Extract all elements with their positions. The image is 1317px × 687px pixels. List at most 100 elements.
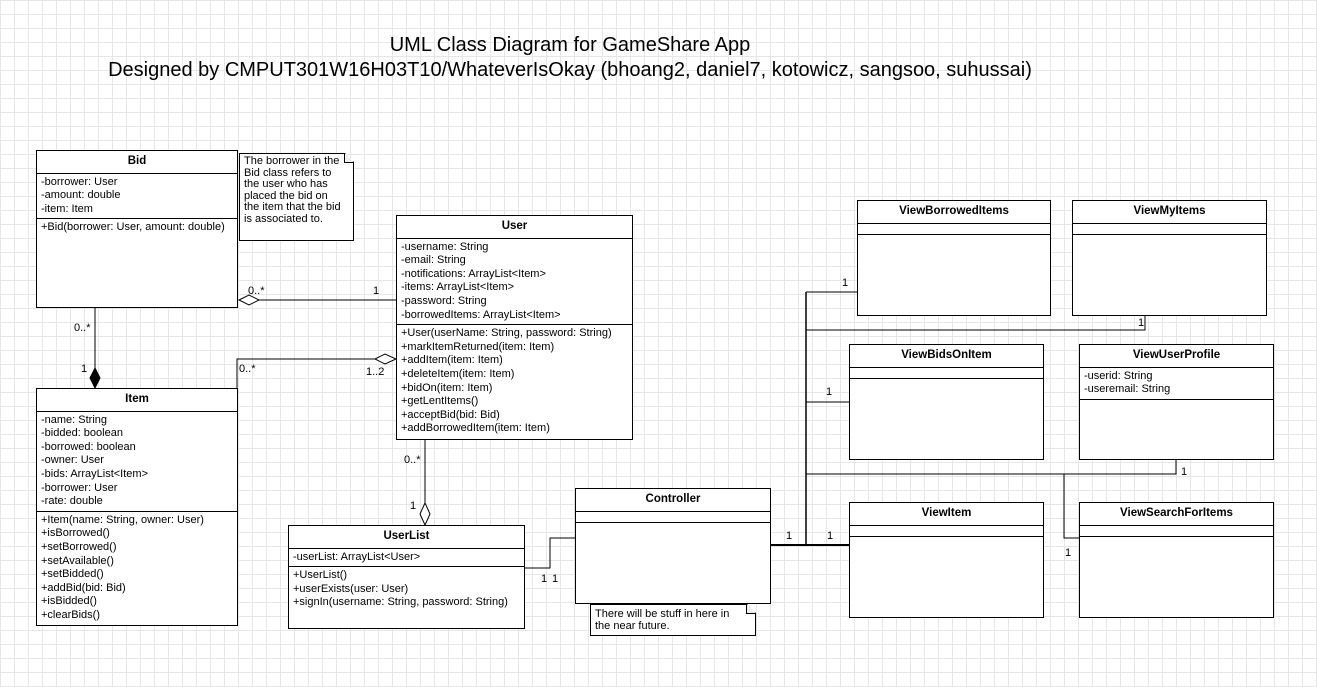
multiplicity: 1 (786, 530, 793, 542)
multiplicity: 0..* (74, 322, 91, 334)
class-controller-operations (576, 523, 770, 533)
attr: -borrower: User (41, 175, 118, 188)
multiplicity: 1 (826, 386, 833, 398)
op: +addBid(bid: Bid) (41, 581, 126, 594)
note-fold-icon (344, 154, 353, 163)
multiplicity: 1 (373, 285, 380, 297)
attr: -notifications: ArrayList<Item> (401, 267, 546, 280)
note-line: placed the bid on (244, 189, 328, 202)
multiplicity: 1 (1138, 317, 1145, 329)
class-viewmyitems-name: ViewMyItems (1073, 201, 1266, 224)
class-viewuserprofile[interactable]: ViewUserProfile -userid: String -userema… (1079, 344, 1274, 460)
op: +UserList() (293, 569, 348, 582)
op: +bidOn(item: Item) (401, 381, 493, 394)
multiplicity: 1 (827, 530, 834, 542)
class-section (1073, 235, 1266, 245)
op: +Item(name: String, owner: User) (41, 513, 204, 526)
op: +User(userName: String, password: String… (401, 327, 612, 340)
class-viewsearchforitems[interactable]: ViewSearchForItems (1079, 502, 1274, 618)
attr: -password: String (401, 294, 487, 307)
class-viewmyitems[interactable]: ViewMyItems (1072, 200, 1267, 316)
class-section (1080, 400, 1273, 410)
attr: -borrower: User (41, 481, 118, 494)
class-section (850, 368, 1043, 379)
multiplicity: 1 (1181, 466, 1188, 478)
class-userlist-name: UserList (289, 526, 524, 549)
to-viewuserprofile (806, 460, 1177, 475)
attr: -amount: double (41, 189, 121, 202)
class-bid-operations: +Bid(borrower: User, amount: double) (37, 219, 237, 237)
class-section (850, 526, 1043, 537)
class-bid-attributes: -borrower: User -amount: double -item: I… (37, 174, 237, 220)
op: +addItem(item: Item) (401, 354, 503, 367)
class-section (1073, 224, 1266, 235)
note-line: There will be stuff in here in (595, 608, 730, 620)
note-line: the item that the bid (244, 201, 341, 213)
class-controller[interactable]: Controller (575, 488, 771, 604)
op: +clearBids() (41, 608, 100, 621)
multiplicity: 1 (552, 573, 559, 585)
op: +setAvailable() (41, 554, 114, 567)
class-section (850, 537, 1043, 547)
op: +setBorrowed() (41, 540, 117, 553)
class-user-name: User (397, 216, 632, 239)
diagram-subtitle: Designed by CMPUT301W16H03T10/WhateverIs… (108, 59, 1032, 81)
class-viewitem-name: ViewItem (850, 503, 1043, 526)
to-viewmyitems (806, 316, 1146, 331)
note-line: Bid class refers to (244, 166, 332, 179)
user-userlist-diamond (419, 501, 431, 527)
to-viewsearchforitems (1063, 474, 1079, 539)
multiplicity: 1 (81, 363, 88, 375)
class-viewuserprofile-attributes: -userid: String -useremail: String (1080, 368, 1273, 400)
note-line: The borrower in the (244, 155, 340, 167)
class-viewsearchforitems-name: ViewSearchForItems (1080, 503, 1273, 526)
note-fold-icon (746, 605, 755, 614)
attr: -owner: User (41, 454, 104, 467)
class-item-name: Item (37, 389, 237, 412)
class-section (858, 235, 1050, 245)
op: +acceptBid(bid: Bid) (401, 408, 500, 421)
class-userlist[interactable]: UserList -userList: ArrayList<User> +Use… (288, 525, 525, 629)
class-viewborroweditems[interactable]: ViewBorrowedItems (857, 200, 1051, 316)
class-user[interactable]: User -username: String -email: String -n… (396, 215, 633, 440)
userlist-controller-line (524, 537, 575, 569)
op: +isBidded() (41, 595, 97, 608)
bid-user-diamond (237, 294, 261, 306)
attr: -useremail: String (1084, 383, 1171, 396)
attr: -rate: double (41, 495, 103, 508)
op: +userExists(user: User) (293, 582, 409, 595)
class-viewitem[interactable]: ViewItem (849, 502, 1044, 618)
class-bid[interactable]: Bid -borrower: User -amount: double -ite… (36, 150, 238, 308)
op: +markItemReturned(item: Item) (401, 340, 555, 353)
op: +addBorrowedItem(item: Item) (401, 422, 550, 435)
op: +getLentItems() (401, 395, 479, 408)
class-viewbidsonitem[interactable]: ViewBidsOnItem (849, 344, 1044, 460)
class-viewuserprofile-name: ViewUserProfile (1080, 345, 1273, 368)
op: +deleteItem(item: Item) (401, 367, 515, 380)
op: +setBidded() (41, 568, 104, 581)
controller-note: There will be stuff in here in the near … (590, 604, 756, 636)
multiplicity: 0..* (404, 454, 421, 466)
attr: -name: String (41, 413, 108, 426)
bid-note: The borrower in the Bid class refers to … (239, 153, 354, 241)
multiplicity: 1 (842, 277, 849, 289)
op: +isBorrowed() (41, 527, 110, 540)
class-section (1080, 537, 1273, 547)
attr: -username: String (401, 240, 489, 253)
class-item-operations: +Item(name: String, owner: User) +isBorr… (37, 512, 237, 625)
multiplicity: 0..* (248, 285, 265, 297)
class-section (858, 224, 1050, 235)
op: +Bid(borrower: User, amount: double) (41, 221, 225, 234)
attr: -email: String (401, 254, 466, 267)
multiplicity: 1 (541, 573, 548, 585)
attr: -items: ArrayList<Item> (401, 281, 515, 294)
class-controller-name: Controller (576, 489, 770, 512)
attr: -userList: ArrayList<User> (293, 550, 421, 563)
attr: -bidded: boolean (41, 427, 123, 440)
class-section (850, 379, 1043, 389)
class-bid-name: Bid (37, 151, 237, 174)
class-viewbidsonitem-name: ViewBidsOnItem (850, 345, 1043, 368)
class-item[interactable]: Item -name: String -bidded: boolean -bor… (36, 388, 238, 626)
diagram-title: UML Class Diagram for GameShare App (389, 34, 751, 56)
